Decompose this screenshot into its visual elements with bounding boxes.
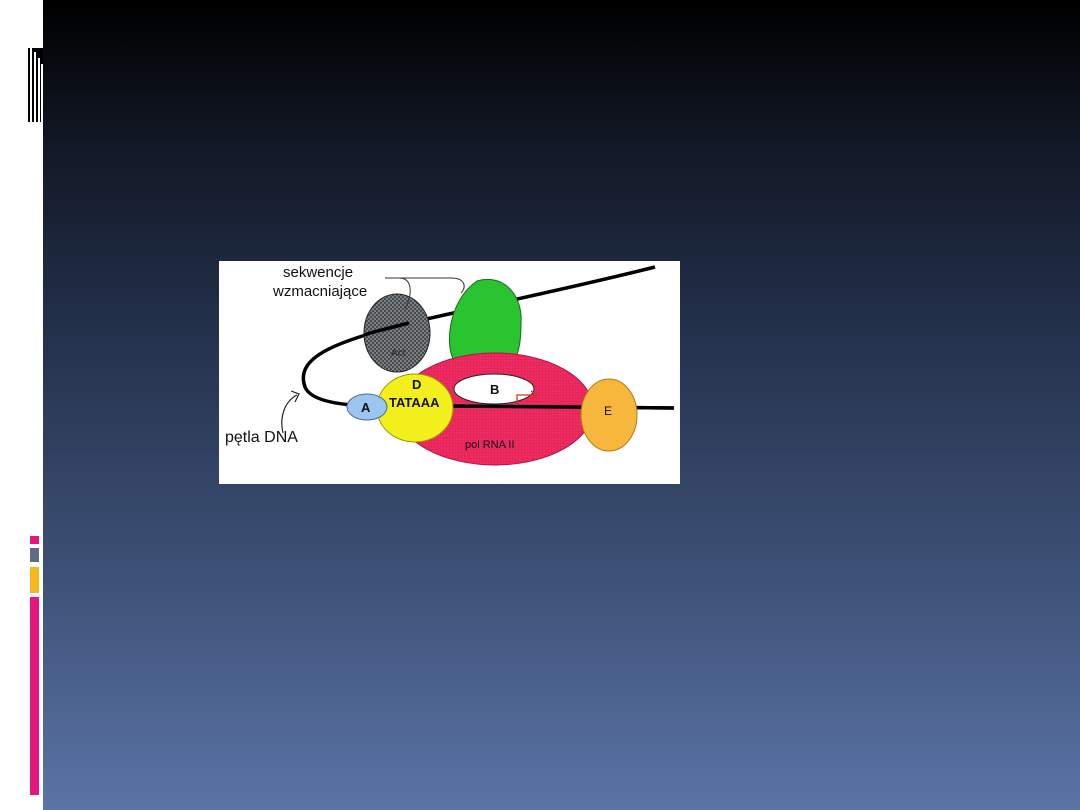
start-arrow-icon	[516, 390, 540, 405]
pol-rna-label: pol RNA II	[465, 439, 515, 451]
accent-bar-magenta-small	[30, 536, 39, 544]
enhancer-leader	[385, 277, 465, 310]
factor-e-label: E	[604, 404, 612, 418]
enhancer-label-line2: wzmacniające	[272, 283, 367, 300]
factor-a-label: A	[361, 400, 371, 415]
transcription-diagram: sekwencje wzmacniające pętla DNA Act A D…	[219, 261, 680, 484]
green-protein	[448, 279, 522, 366]
factor-b-label: B	[490, 382, 499, 397]
activator-protein	[363, 293, 431, 373]
accent-bar-magenta-long	[30, 597, 39, 795]
factor-b	[453, 373, 535, 405]
loop-label: pętla DNA	[225, 429, 298, 446]
stripe-decoration-icon	[28, 48, 43, 122]
diagram-canvas: sekwencje wzmacniające pętla DNA Act A D…	[225, 264, 675, 466]
tata-label: TATAAA	[389, 395, 440, 410]
factor-a	[346, 393, 388, 421]
accent-bar-slate	[30, 548, 39, 562]
loop-arrow-icon	[281, 390, 300, 434]
factor-d-label: D	[412, 377, 421, 392]
accent-bar-amber	[30, 567, 39, 593]
enhancer-label-line1: sekwencje	[283, 264, 353, 281]
factor-e	[580, 378, 638, 452]
activator-label: Act	[391, 348, 406, 359]
